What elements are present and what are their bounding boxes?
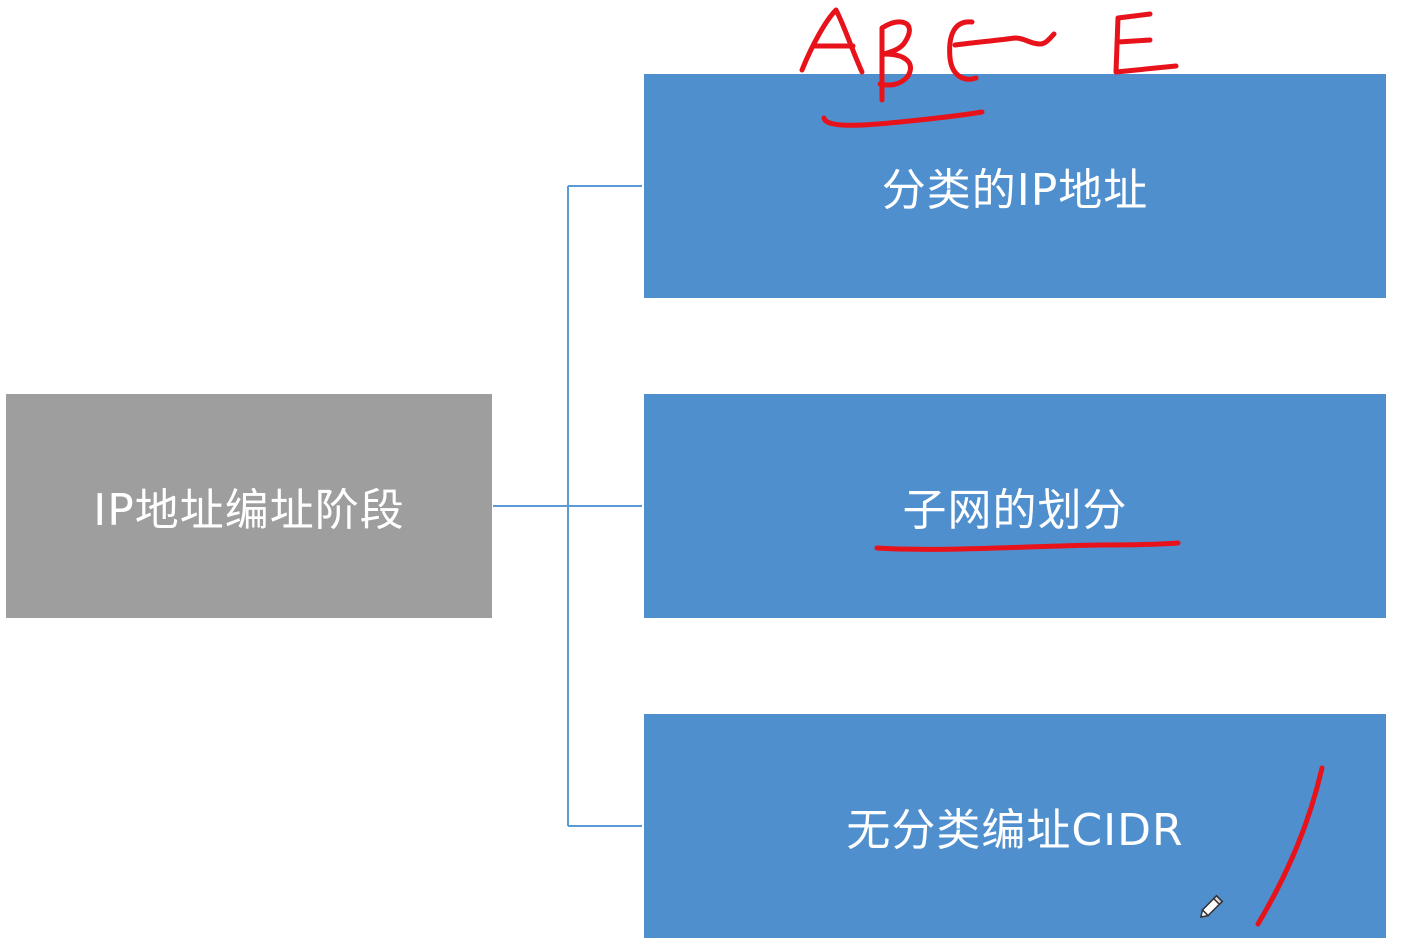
- root-node: IP地址编址阶段: [6, 394, 492, 618]
- root-node-label: IP地址编址阶段: [93, 485, 405, 536]
- handwritten-letter-e: [1113, 11, 1179, 75]
- handwritten-tilde: [952, 31, 1057, 48]
- child-node-label: 子网的划分: [902, 485, 1128, 536]
- child-node-label: 分类的IP地址: [881, 165, 1149, 216]
- child-node-label: 无分类编址CIDR: [846, 805, 1184, 856]
- pencil-cursor-icon: [1200, 894, 1224, 918]
- handwritten-letter-c: [947, 19, 979, 82]
- handwritten-letter-a: [799, 7, 865, 75]
- child-node-classful: 分类的IP地址: [644, 74, 1386, 298]
- child-node-subnetting: 子网的划分: [644, 394, 1386, 618]
- child-node-cidr: 无分类编址CIDR: [644, 714, 1386, 938]
